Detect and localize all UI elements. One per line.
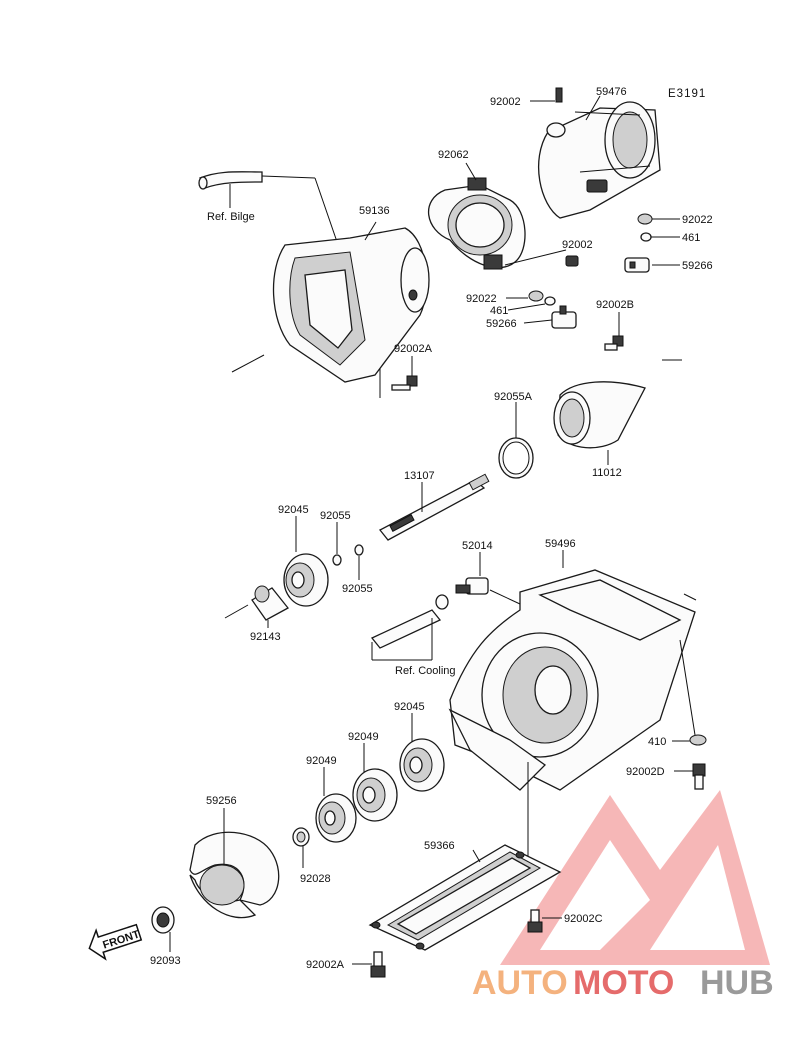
label-92055-b: 92055 [342,583,373,595]
fitting-59266-right[interactable] [624,257,650,273]
washer-92022-left[interactable] [528,290,544,302]
part-59136-housing[interactable] [272,227,430,383]
part-59256-impeller[interactable] [189,831,280,919]
fitting-59266-left[interactable] [551,305,577,329]
label-59476: 59476 [596,86,627,98]
watermark-hub: HUB [700,964,774,1002]
bearing-92049-upper[interactable] [352,768,398,822]
watermark-moto: MOTO [573,964,674,1002]
bushing-92028[interactable] [292,827,310,847]
bilge-hose [198,171,263,190]
label-92045-bottom: 92045 [394,701,425,713]
label-410: 410 [648,736,666,748]
label-92002c: 92002C [564,913,603,925]
nut-461-left[interactable] [544,296,556,306]
sleeve-92143[interactable] [251,585,289,621]
label-ref-cooling: Ref. Cooling [395,665,456,677]
watermark-auto: AUTO [472,964,568,1002]
label-92002-mid: 92002 [562,239,593,251]
label-92002-top: 92002 [490,96,521,108]
label-59266-left: 59266 [486,318,517,330]
bolt-92002a-bottom[interactable] [370,951,386,978]
nut-461-right[interactable] [640,232,652,242]
diagram-code: E3191 [668,88,706,100]
label-92002b: 92002B [596,299,634,311]
label-92049-upper: 92049 [348,731,379,743]
washer-410[interactable] [689,734,707,746]
bearing-92049-lower[interactable] [315,793,357,843]
part-92062-clamp[interactable] [428,177,526,270]
label-92002a-top: 92002A [394,343,433,355]
label-59256: 59256 [206,795,237,807]
label-92045-top: 92045 [278,504,309,516]
bolt-92002b[interactable] [604,335,624,351]
bearing-92045-bottom[interactable] [399,738,445,792]
label-92028: 92028 [300,873,331,885]
bolt-92002a-top[interactable] [391,375,418,391]
label-92055a: 92055A [494,391,533,403]
label-92055-a: 92055 [320,510,351,522]
part-59366-plate[interactable] [368,844,562,951]
label-13107: 13107 [404,470,435,482]
part-59496-pump-body[interactable] [448,569,696,791]
label-92049-lower: 92049 [306,755,337,767]
label-59266-right: 59266 [682,260,713,272]
bolt-92002c[interactable] [527,909,543,933]
circlip-92055-a[interactable] [332,554,342,566]
circlip-92055-b[interactable] [354,544,364,556]
label-461-left: 461 [490,305,508,317]
watermark-logo [500,790,770,965]
label-92022-left: 92022 [466,293,497,305]
label-92143: 92143 [250,631,281,643]
cooling-pipe [370,594,449,649]
bolt-92002-top[interactable] [555,87,563,103]
front-arrow: FRONT [88,923,143,961]
label-92002a-bottom: 92002A [306,959,345,971]
label-59136: 59136 [359,205,390,217]
part-11012-nozzle[interactable] [553,381,646,449]
label-92002d: 92002D [626,766,665,778]
label-461-right: 461 [682,232,700,244]
part-13107-shaft[interactable] [379,473,490,541]
label-92093: 92093 [150,955,181,967]
label-52014: 52014 [462,540,493,552]
part-labels: 92002 59476 92062 92022 461 92002 59266 … [150,86,713,971]
part-59476-duct[interactable] [537,101,661,219]
bolt-92002-mid[interactable] [565,255,579,267]
bearing-92045-top[interactable] [283,553,329,607]
label-11012: 11012 [592,467,622,479]
label-92062: 92062 [438,149,469,161]
nut-92093[interactable] [151,906,175,934]
label-ref-bilge: Ref. Bilge [207,211,255,223]
fitting-52014[interactable] [455,577,489,595]
watermark-text: AUTO MOTO HUB [472,964,774,1002]
bolt-92002d[interactable] [692,763,706,790]
washer-92022-right[interactable] [637,213,653,225]
label-59366: 59366 [424,840,455,852]
label-92022-right: 92022 [682,214,713,226]
label-59496: 59496 [545,538,576,550]
